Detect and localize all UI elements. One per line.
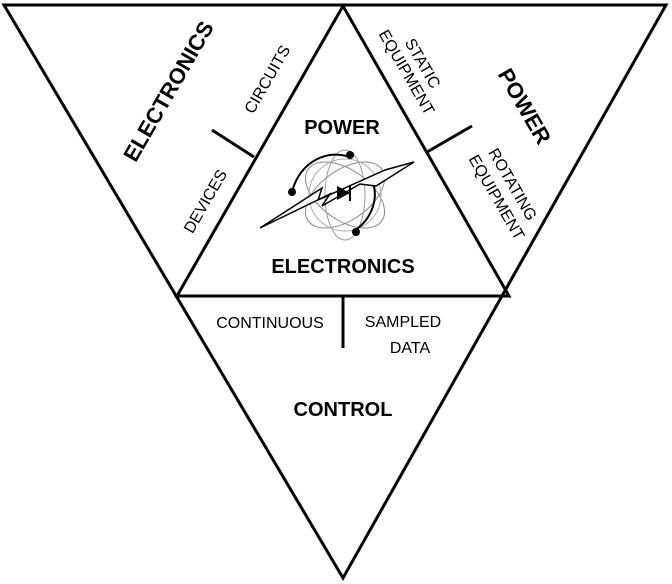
left-divider xyxy=(211,128,255,159)
outer-triangle xyxy=(1,3,669,581)
center-power-label: POWER xyxy=(304,117,380,139)
inner-triangle xyxy=(174,2,512,298)
electronics-sector-title: ELECTRONICS xyxy=(118,17,218,166)
sampled-label: SAMPLED xyxy=(365,314,441,331)
data-label: DATA xyxy=(390,340,431,357)
control-sector-title: CONTROL xyxy=(294,399,393,421)
devices-label: DEVICES xyxy=(181,167,231,236)
center-electronics-label: ELECTRONICS xyxy=(271,256,414,278)
right-divider xyxy=(426,124,473,154)
continuous-label: CONTINUOUS xyxy=(216,315,324,332)
power-sector-title: POWER xyxy=(493,64,556,149)
power-electronics-emblem-icon xyxy=(259,149,415,241)
